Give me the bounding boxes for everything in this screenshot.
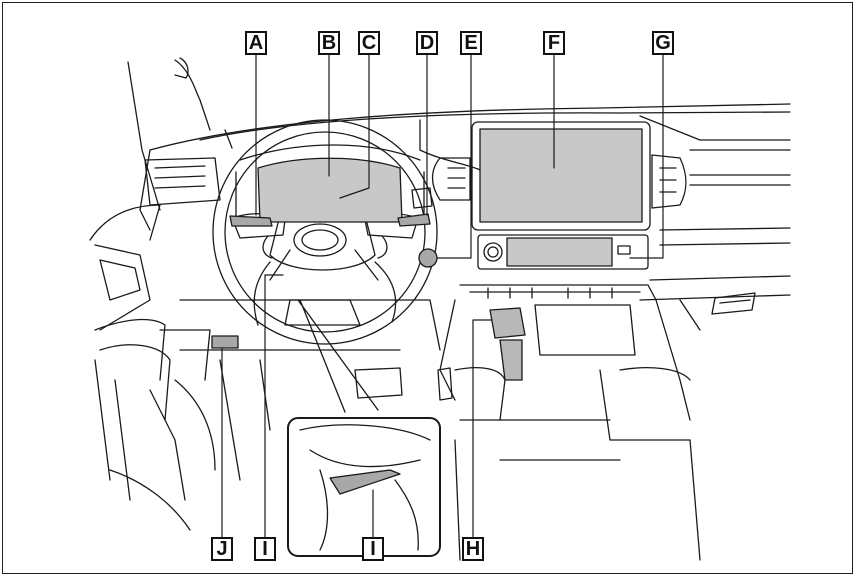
- inset-detail: [288, 300, 440, 556]
- callout-g: G: [652, 31, 674, 55]
- instrument-cluster: [236, 145, 424, 222]
- center-console: [440, 285, 700, 560]
- callout-f: F: [543, 31, 565, 55]
- callout-h: H: [462, 537, 484, 561]
- left-door-panel: [90, 58, 220, 530]
- callout-c: C: [358, 31, 380, 55]
- leader-e: [438, 55, 471, 258]
- leader-h: [473, 320, 492, 537]
- callout-e: E: [460, 31, 482, 55]
- callout-a: A: [245, 31, 267, 55]
- callout-b: B: [318, 31, 340, 55]
- callout-d: D: [416, 31, 438, 55]
- callout-i-inset: I: [362, 537, 384, 561]
- dashboard-outline: [140, 104, 790, 300]
- callout-j: J: [211, 537, 233, 561]
- callout-i-outer: I: [254, 537, 276, 561]
- start-button: [419, 249, 437, 267]
